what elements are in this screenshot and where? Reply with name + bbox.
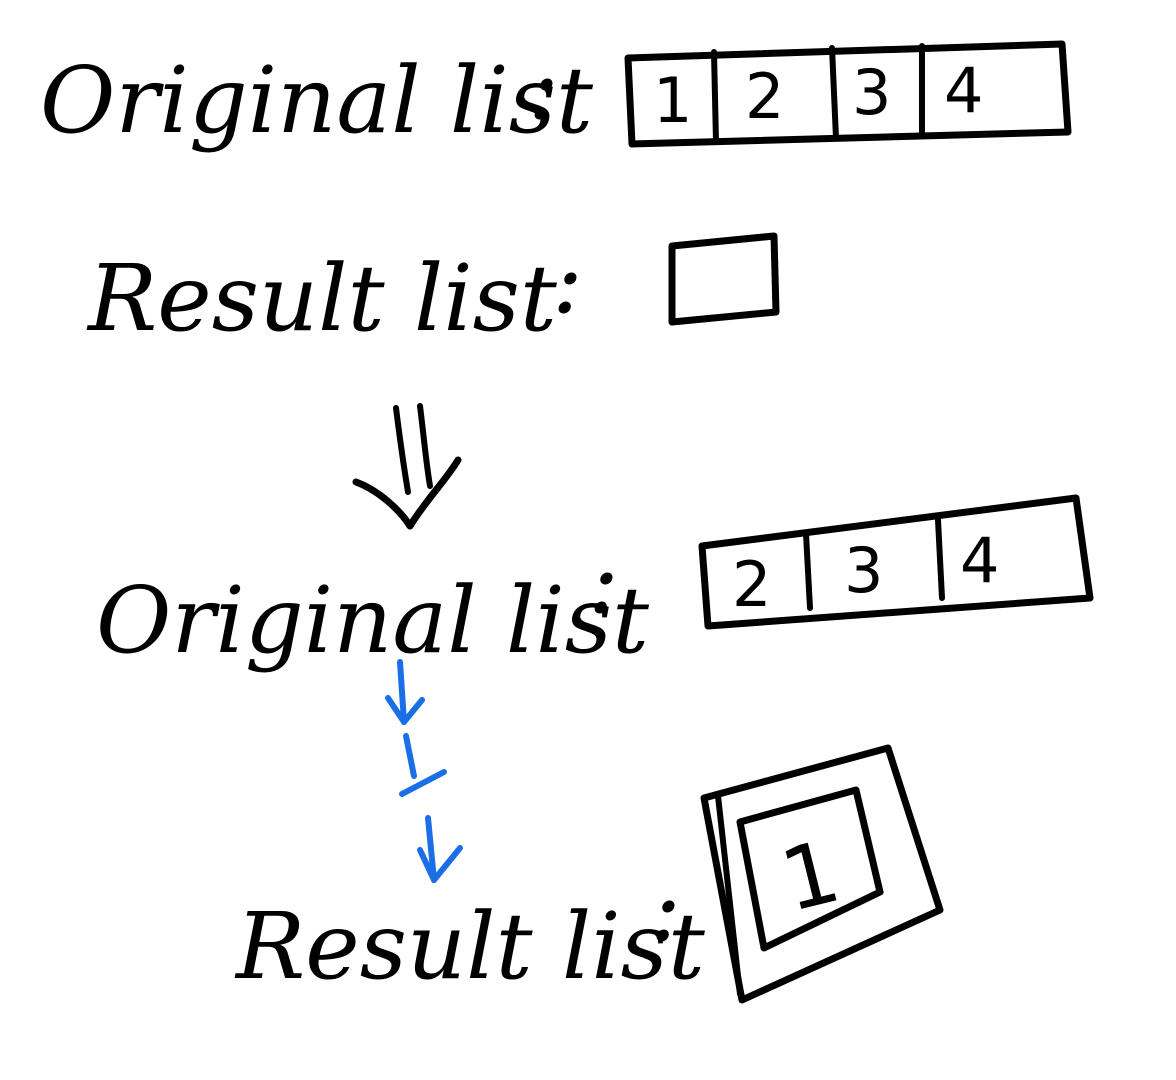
original-item-2-3: 4 — [960, 524, 999, 597]
colon-1: : — [528, 33, 559, 140]
original-list-box-1: 1 2 3 4 — [624, 40, 1072, 148]
empty-result-box — [668, 232, 780, 326]
blue-down-arrow-icon — [385, 659, 463, 883]
original-item-1-1: 1 — [653, 64, 692, 137]
result-list-label-2: Result list — [234, 893, 706, 1000]
original-item-1-3: 3 — [852, 56, 891, 129]
result-item-2-1: 1 — [772, 822, 849, 932]
original-item-1-4: 4 — [944, 54, 983, 127]
double-down-arrow-icon — [352, 403, 462, 530]
original-list-box-2: 2 3 4 — [698, 494, 1094, 630]
original-list-label-2: Original list — [96, 567, 650, 674]
original-list-label-1: Original list — [40, 47, 594, 154]
original-item-2-2: 3 — [844, 534, 883, 607]
colon-2: : — [552, 227, 583, 334]
original-item-2-1: 2 — [732, 548, 771, 621]
colon-3: : — [588, 527, 619, 634]
result-list-box-2: 1 — [700, 744, 944, 1004]
result-list-label-1: Result list — [86, 245, 558, 352]
original-item-1-2: 2 — [745, 60, 784, 133]
colon-4: : — [650, 855, 681, 962]
